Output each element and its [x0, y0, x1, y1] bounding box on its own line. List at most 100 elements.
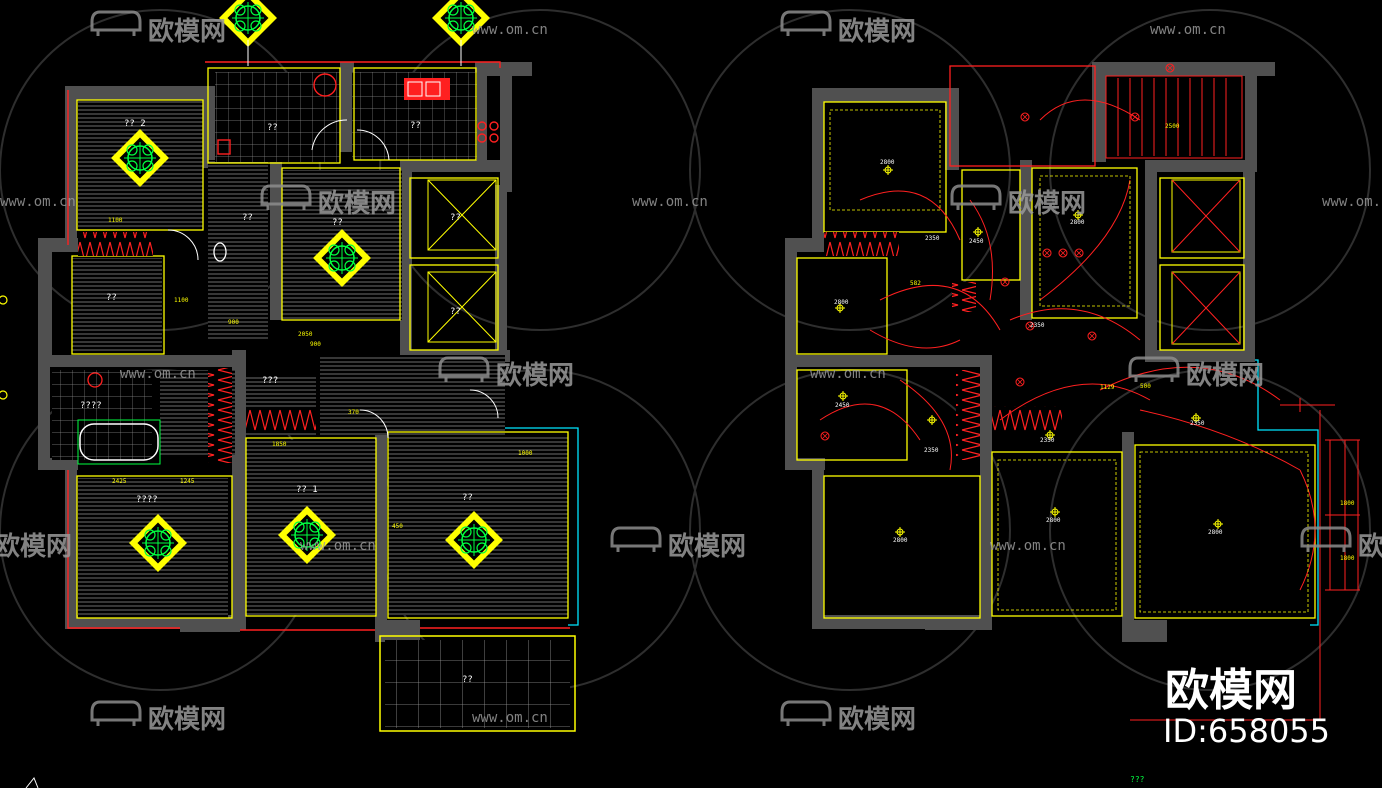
basin-1 [87, 372, 103, 388]
dim-label: 1245 [180, 478, 195, 485]
height-label: 2800 [834, 299, 849, 306]
bathtub [79, 423, 159, 461]
study-floor [72, 258, 162, 353]
wardrobe-r3 [956, 370, 980, 460]
watermark-brand: 欧模网 [1358, 531, 1382, 562]
watermark-brand: 欧模网 [1186, 360, 1264, 391]
right-elevators [1171, 179, 1241, 345]
bathtub-frame [77, 419, 161, 465]
kitchen-tiles [215, 72, 340, 162]
wardrobe-2 [246, 408, 316, 432]
corner-brand: 欧模网 [1165, 665, 1297, 716]
watermark-url: www.om.cn [472, 710, 548, 726]
watermark-brand: 欧模网 [838, 704, 916, 735]
watermark-tile: 欧模网 [90, 700, 226, 735]
height-label: 2800 [1046, 517, 1061, 524]
left-cyan-boundary [505, 427, 579, 626]
room-label-study: ?? [106, 293, 117, 303]
watermark-tile: 欧模网 [260, 184, 396, 219]
watermark-brand: 欧模网 [496, 360, 574, 391]
height-label: 2800 [893, 537, 908, 544]
watermark-tile: 欧模网 [1128, 356, 1264, 391]
height-label: 2800 [880, 159, 895, 166]
right-ceiling-plan[interactable]: 2800 2350 2450 2800 2800 2450 2350 2800 … [785, 62, 1360, 784]
dim-label: 900 [228, 319, 239, 326]
lighting-circuits [819, 99, 1316, 591]
drawing-title: ??? [1130, 775, 1145, 784]
watermark-url: www.om.cn [0, 194, 76, 210]
watermark-brand: 欧模网 [1008, 188, 1086, 219]
stove [477, 121, 499, 143]
height-label: 2350 [1190, 420, 1205, 427]
elevator-shafts [427, 179, 497, 343]
watermark-brand: 欧模网 [838, 16, 916, 47]
ucs-icon [25, 777, 39, 788]
door-swings [167, 119, 499, 439]
watermarks: 欧模网 欧模网 欧模网 欧模网 欧模网 欧模网 欧模网 欧模网 [0, 10, 1382, 735]
right-room-outlines [796, 101, 1316, 619]
right-red-boundary [1130, 410, 1321, 721]
ceiling-height-labels: 2800 2350 2450 2800 2800 2450 2350 2800 … [834, 159, 1223, 544]
dim-label: 582 [910, 280, 921, 287]
dim-label: 1100 [108, 217, 123, 224]
dim-label: 2500 [1165, 123, 1180, 130]
room-label-bathroom: ???? [80, 401, 102, 411]
height-label: 2350 [924, 447, 939, 454]
watermark-tile: 欧模网 [780, 700, 916, 735]
dim-label: 2050 [298, 331, 313, 338]
height-label: 2800 [1208, 529, 1223, 536]
watermark-brand: 欧模网 [318, 188, 396, 219]
watermark-urls: www.om.cn www.om.cn www.om.cn www.om.cn … [0, 22, 1382, 726]
room-label-corridor: ??? [262, 376, 278, 386]
washer [313, 73, 337, 97]
left-dimensions: 1100 2425 1245 1850 2050 1100 900 1000 9… [108, 217, 533, 530]
height-label: 2450 [969, 238, 984, 245]
dim-label: 1129 [1100, 384, 1115, 391]
toilet-1 [213, 242, 227, 262]
watermark-url: www.om.cn [472, 22, 548, 38]
room-label-utility: ?? [410, 121, 421, 131]
watermark-brand: 欧模网 [148, 16, 226, 47]
boiler [217, 139, 231, 155]
balcony-outline [379, 635, 576, 732]
left-red-lines [67, 61, 570, 631]
dim-label: 900 [310, 341, 321, 348]
watermark-tile: 欧模网 [438, 356, 574, 391]
dim-label: 370 [348, 409, 359, 416]
balcony-tiles [385, 640, 570, 728]
watermark-brand: 欧模网 [668, 531, 746, 562]
room-label-master: ?? [462, 493, 473, 503]
watermark-url: www.om.cn [1322, 194, 1382, 210]
dim-label: 1850 [272, 441, 287, 448]
left-room-outlines [71, 67, 569, 619]
watermark-url: www.om.cn [632, 194, 708, 210]
dim-label: 500 [1140, 383, 1151, 390]
watermark-url: www.om.cn [120, 366, 196, 382]
watermark-tile: 欧模网 [0, 531, 72, 562]
wardrobe-r2 [992, 406, 1062, 432]
room-label-balcony: ?? [462, 675, 473, 685]
room-label-elevator-1: ?? [450, 213, 461, 223]
dim-label: 450 [392, 523, 403, 530]
room-label-bedroom-2: ?? 2 [124, 119, 146, 129]
watermark-tile: 欧模网 [90, 10, 226, 47]
height-label: 2350 [1030, 322, 1045, 329]
right-cyan-boundary [1255, 359, 1319, 626]
dim-label: 1000 [518, 450, 533, 457]
height-label: 2800 [1070, 219, 1085, 226]
corner-id: ID:658055 [1163, 712, 1330, 750]
watermark-url: www.om.cn [810, 366, 886, 382]
dim-label: 1800 [1340, 500, 1355, 507]
dim-label: 1100 [174, 297, 189, 304]
watermark-tile: 欧模网 [950, 184, 1086, 219]
kitchen-ceiling [949, 65, 1096, 167]
room-label-bedroom-1: ?? 1 [296, 485, 318, 495]
watermark-tile: 欧模网 [610, 526, 746, 562]
room-label-bedroom-3: ???? [136, 495, 158, 505]
watermark-url: www.om.cn [990, 538, 1066, 554]
left-room-labels: ?? 2 ?? ?? ?? ?? ???? ??? ?? 1 ?? ?? ???… [80, 119, 473, 685]
right-walls [785, 62, 1275, 642]
right-red-dimension-lines [1280, 398, 1360, 591]
left-floor-plan[interactable]: ?? 2 ?? ?? ?? ?? ???? ??? ?? 1 ?? ?? ???… [0, 0, 579, 732]
